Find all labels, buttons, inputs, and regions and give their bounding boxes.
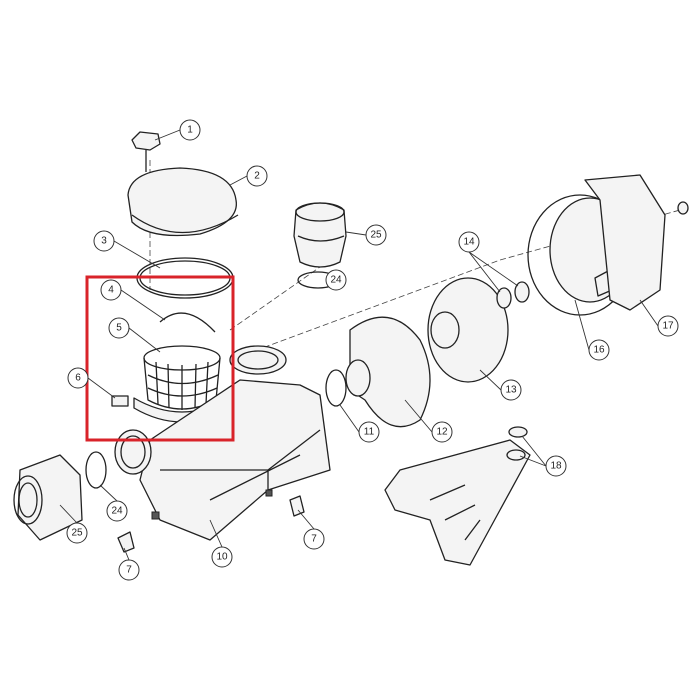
- callout-17: 17: [657, 315, 679, 337]
- svg-text:5: 5: [116, 323, 122, 334]
- svg-text:14: 14: [463, 237, 475, 248]
- callout-10: 10: [211, 546, 233, 568]
- callout-2: 2: [246, 165, 268, 187]
- callout-25: 25: [66, 522, 88, 544]
- callout-24: 24: [106, 500, 128, 522]
- svg-text:7: 7: [126, 565, 132, 576]
- callout-7: 7: [118, 559, 140, 581]
- part-13-impeller: [427, 277, 509, 383]
- svg-text:13: 13: [505, 385, 517, 396]
- svg-text:6: 6: [75, 373, 81, 384]
- callout-6: 6: [67, 367, 89, 389]
- svg-text:10: 10: [216, 552, 228, 563]
- part-25-union: [293, 202, 347, 268]
- svg-text:7: 7: [311, 534, 317, 545]
- part-1-knob: [131, 131, 161, 172]
- svg-text:3: 3: [101, 236, 107, 247]
- part-2-lid: [127, 167, 239, 237]
- leader-lines: [59, 129, 659, 561]
- svg-text:25: 25: [370, 230, 382, 241]
- part-14-seal: [496, 287, 512, 309]
- svg-text:4: 4: [108, 285, 114, 296]
- part-24-o-ring: [85, 451, 107, 489]
- svg-text:11: 11: [364, 427, 375, 438]
- callout-7: 7: [303, 528, 325, 550]
- callout-13: 13: [500, 379, 522, 401]
- part-7-drain-plug: [117, 495, 305, 553]
- part-11-ring: [325, 369, 347, 407]
- callout-11: 11: [358, 421, 380, 443]
- svg-text:24: 24: [330, 275, 342, 286]
- part-6-plug: [111, 395, 129, 407]
- svg-text:1: 1: [187, 125, 193, 136]
- callout-14: 14: [458, 231, 480, 253]
- svg-text:17: 17: [662, 321, 674, 332]
- callout-12: 12: [431, 421, 453, 443]
- svg-text:25: 25: [71, 528, 83, 539]
- callout-3: 3: [93, 230, 115, 252]
- svg-text:24: 24: [111, 506, 123, 517]
- callout-24: 24: [325, 269, 347, 291]
- svg-text:12: 12: [436, 427, 448, 438]
- svg-text:2: 2: [254, 171, 260, 182]
- callout-25: 25: [365, 224, 387, 246]
- svg-text:18: 18: [550, 461, 562, 472]
- callout-1: 1: [179, 119, 201, 141]
- callout-16: 16: [588, 339, 610, 361]
- part-18-foot: [384, 426, 531, 566]
- callout-18: 18: [545, 455, 567, 477]
- part-4-clip: [159, 312, 216, 333]
- part-12-diffuser: [345, 316, 431, 428]
- callout-5: 5: [108, 317, 130, 339]
- svg-text:16: 16: [593, 345, 605, 356]
- highlight-box: [85, 275, 235, 442]
- callout-4: 4: [100, 279, 122, 301]
- part-25-union: [13, 454, 83, 541]
- part-17-adapter-bracket: [584, 174, 689, 311]
